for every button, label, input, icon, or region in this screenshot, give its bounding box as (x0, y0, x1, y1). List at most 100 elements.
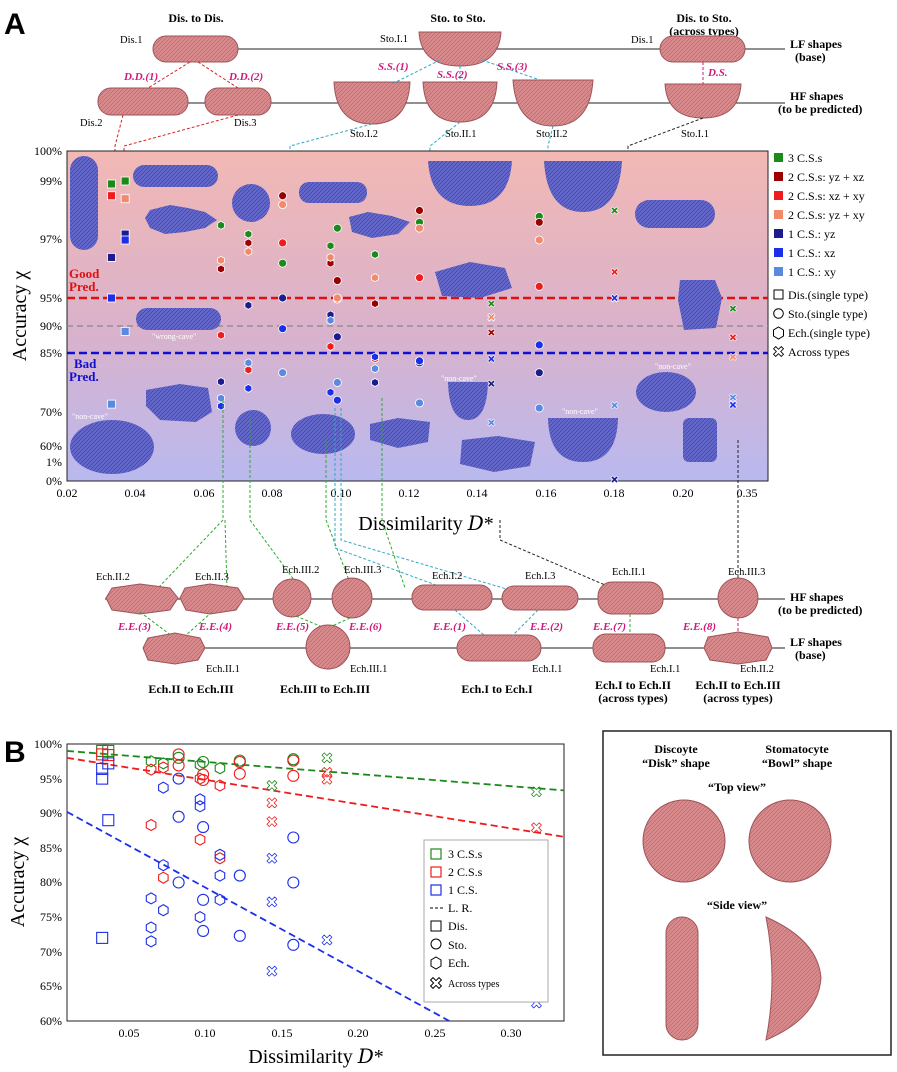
xtick-a-9: 0.20 (673, 486, 694, 500)
ech31-shape (305, 624, 351, 670)
point-a-s2-2 (244, 365, 253, 375)
dis1b-shape (659, 35, 746, 63)
point-a-s4-10 (534, 368, 544, 378)
chart-b: 60% 65% 70% 75% 80% 85% 90% 95% 100% 0.0… (7, 737, 565, 1068)
ytick-a-2: 60% (40, 439, 62, 453)
group-dis-to-sto: Dis. to Sto. (676, 11, 731, 25)
xtick-b-3: 0.20 (348, 1026, 369, 1040)
label-ech13: Ech.I.3 (525, 571, 555, 582)
point-a-s6-7 (371, 364, 379, 374)
point-b-s2-21 (214, 869, 226, 882)
ytick-a-8: 99% (40, 174, 62, 188)
label-ech33: Ech.III.3 (344, 565, 381, 576)
point-a-s6-5 (326, 315, 335, 325)
ytick-b-5: 85% (40, 841, 62, 855)
group-across-2: (across types) (703, 691, 772, 705)
legend-a-swatch-0 (774, 153, 783, 162)
legend-a-9: Ech.(single type) (788, 326, 870, 340)
ytick-a-7: 97% (40, 232, 62, 246)
point-a-s5-7 (371, 352, 379, 362)
point-b-s2-6 (145, 921, 157, 934)
point-a-s6-8 (415, 398, 424, 408)
group-ech1-ech1: Ech.I to Ech.I (461, 682, 533, 696)
c-col2-sub: “Bowl” shape (762, 756, 833, 770)
chart-b-points (96, 744, 542, 1009)
point-b-s2-5 (145, 935, 157, 948)
point-b-s1-19 (287, 769, 300, 782)
ytick-b-1: 65% (40, 979, 62, 993)
point-b-s1-18 (287, 754, 300, 767)
hf-bottom-title: HF shapes (790, 590, 844, 604)
panel-c: Discoyte “Disk” shape Stomatocyte “Bowl”… (602, 730, 892, 1056)
legend-b-swatch-6 (430, 956, 442, 970)
label-ech21: Ech.II.1 (206, 664, 240, 675)
point-a-s3-1 (217, 255, 225, 265)
bowl-shape-1 (428, 161, 512, 206)
legend-a-4: 1 C.S.: yz (788, 227, 835, 241)
xtick-b-5: 0.30 (501, 1026, 522, 1040)
point-a-s2-7 (415, 273, 424, 283)
ytick-a-5: 90% (40, 319, 62, 333)
ech33-shape (331, 577, 373, 619)
legend-a-swatch-6 (774, 267, 783, 276)
point-a-s2-0 (107, 191, 116, 201)
xtick-a-5: 0.12 (399, 486, 420, 500)
stoI1-shape (418, 31, 502, 67)
pair-ee3: E.E.(3) (117, 621, 151, 633)
label-ech11: Ech.I.1 (532, 664, 562, 675)
legend-a-0: 3 C.S.s (788, 151, 823, 165)
legend-b-swatch-2 (430, 884, 442, 896)
ytick-b-8: 100% (34, 737, 62, 751)
point-b-s1-7 (172, 759, 185, 772)
point-b-s2-4 (102, 757, 115, 770)
c-col2-title: Stomatocyte (765, 742, 829, 756)
legend-a-swatch-7 (773, 289, 784, 300)
bowl-side-view (765, 916, 822, 1041)
legend-b-box (423, 839, 549, 1003)
chart-a-xticks: 0.02 0.04 0.06 0.08 0.10 0.12 0.14 0.16 … (57, 486, 758, 500)
ech-shape-4 (678, 280, 722, 330)
ytick-a-4: 85% (40, 346, 62, 360)
xtick-a-0: 0.02 (57, 486, 78, 500)
stoII2-shape (512, 79, 594, 127)
point-b-s2-10 (158, 781, 169, 794)
panel-label-b: B (4, 736, 26, 769)
point-b-s2-14 (194, 910, 206, 924)
noncave-label-4: "non-cave" (655, 362, 691, 371)
group-ech1-ech2: Ech.I to Ech.II (595, 678, 671, 692)
point-b-s1-14 (233, 755, 246, 769)
legend-a-10: Across types (788, 345, 850, 359)
point-b-s2-12 (172, 810, 185, 823)
point-a-s6-0 (107, 399, 116, 409)
point-b-s0-3 (158, 757, 169, 770)
point-a-s5-1 (120, 235, 130, 245)
stoI1b-shape (664, 83, 742, 119)
point-b-s2-30 (287, 831, 300, 844)
ech33b-shape (717, 577, 759, 619)
legend-a-2: 2 C.S.s: xz + xy (788, 189, 865, 203)
panel-c-box (602, 730, 892, 1056)
chart-a-yticks: 0% 1% 60% 70% 85% 90% 95% 97% 99% 100% (34, 144, 62, 488)
dis1-shape (152, 35, 239, 63)
noncave-shape-3 (448, 382, 488, 420)
point-b-s2-23 (233, 929, 246, 942)
legend-a-swatch-8 (773, 308, 784, 319)
ech22b-shape (703, 631, 773, 665)
label-ech23: Ech.II.3 (195, 572, 229, 583)
panel-a-bottom-shapes: Ech.II.2 Ech.II.3 Ech.III.2 Ech.III.3 Ec… (96, 565, 862, 705)
label-ech21a: Ech.II.1 (612, 567, 646, 578)
point-a-s4-4 (278, 293, 288, 303)
point-b-s0-7 (214, 762, 226, 775)
noncave-label-3: "non-cave" (562, 407, 598, 416)
disk-side-view (665, 916, 699, 1041)
ech11b-shape (592, 633, 666, 663)
legend-b-3: L. R. (448, 901, 472, 915)
pair-ee6: E.E.(6) (348, 621, 382, 633)
ech-shape-5 (146, 384, 212, 422)
c-top-view: “Top view” (708, 780, 766, 794)
chart-a-legend: 3 C.S.s 2 C.S.s: yz + xz 2 C.S.s: xz + x… (773, 151, 870, 359)
point-a-s6-3 (244, 358, 253, 368)
stoII1-shape (422, 81, 498, 123)
ytick-b-4: 80% (40, 875, 62, 889)
legend-b-5: Sto. (448, 938, 467, 952)
